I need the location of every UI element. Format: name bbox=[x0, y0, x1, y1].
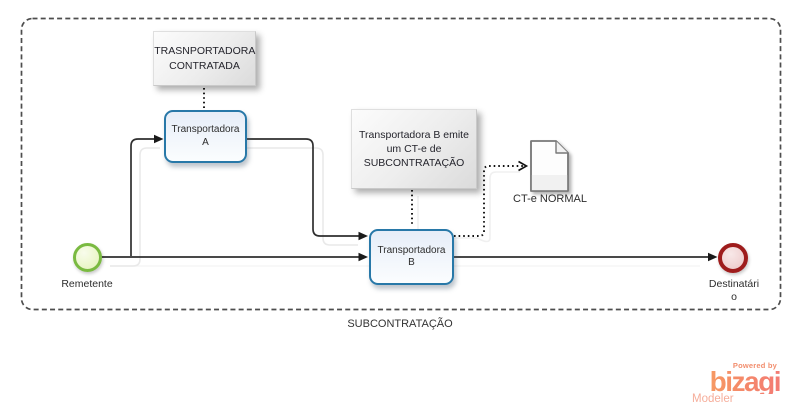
start-event-label: Remetente bbox=[61, 278, 113, 290]
annotation-b-emits-cte[interactable]: Transportadora B emite um CT-e de SUBCON… bbox=[351, 109, 477, 189]
associations bbox=[203, 88, 525, 237]
task-b-label: Transportadora B bbox=[377, 244, 446, 269]
bizagi-wordmark: bizagi bbox=[690, 368, 782, 396]
document-label: CT-e NORMAL bbox=[513, 193, 587, 205]
pool-label: SUBCONTRATAÇÃO bbox=[347, 318, 453, 330]
document-shape[interactable] bbox=[530, 140, 569, 192]
annotation-contracted-carrier[interactable]: TRASNPORTADORA CONTRATADA bbox=[153, 31, 256, 86]
bizagi-logo: Powered by bizagi Modeler bbox=[690, 361, 782, 405]
task-transportadora-a[interactable]: Transportadora A bbox=[164, 110, 247, 163]
annotation-b-emits-text: Transportadora B emite um CT-e de SUBCON… bbox=[359, 128, 469, 170]
modeler-text: Modeler bbox=[692, 393, 734, 405]
sequence-flows bbox=[101, 138, 708, 258]
association-open-arrowhead bbox=[518, 160, 529, 172]
document-fold-corner bbox=[555, 141, 568, 154]
flow-a-to-b[interactable] bbox=[247, 138, 359, 237]
flow-start-to-a[interactable] bbox=[130, 138, 154, 256]
task-a-label: Transportadora A bbox=[171, 124, 240, 148]
annotation-contracted-text: TRASNPORTADORA CONTRATADA bbox=[154, 45, 256, 72]
pool-boundary[interactable] bbox=[20, 17, 782, 311]
end-event-label: Destinatário bbox=[708, 278, 760, 303]
flow-arrowheads bbox=[154, 134, 718, 262]
start-event[interactable] bbox=[73, 243, 102, 272]
task-transportadora-b[interactable]: Transportadora B bbox=[369, 229, 454, 285]
powered-by-text: Powered by bbox=[732, 361, 777, 370]
end-event[interactable] bbox=[718, 243, 748, 273]
